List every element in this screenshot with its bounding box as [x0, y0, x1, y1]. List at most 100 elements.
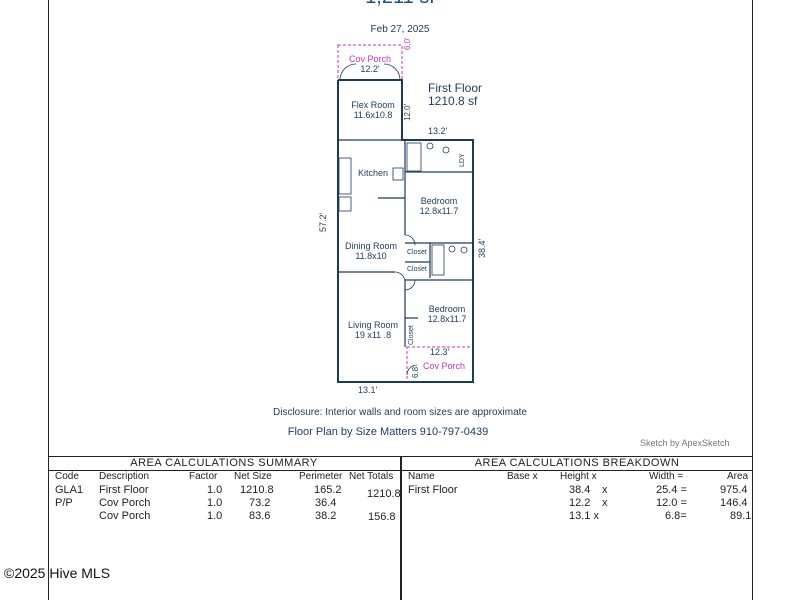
summary-row-1-total: 1210.8 — [367, 488, 401, 500]
breakdown-row-1-x: x — [602, 484, 608, 496]
laundry-label: LDY — [459, 153, 466, 167]
bedroom-1-label: Bedroom 12.8x11.7 — [405, 196, 473, 216]
breakdown-row-2-width: 12.0 = — [656, 497, 687, 509]
cov-porch-top-width: 12.2' — [360, 64, 380, 74]
breakdown-row-1-area: 975.4 — [720, 484, 748, 496]
toilet-3 — [448, 245, 456, 253]
walls — [337, 79, 474, 383]
floor-name: First Floor — [428, 81, 482, 95]
summary-row-1-code: GLA1 — [55, 484, 84, 496]
main-perimeter — [337, 79, 474, 383]
closet-2-label: Closet — [407, 266, 427, 273]
cov-porch-bottom-name: Cov Porch — [423, 361, 466, 371]
summary-header-netsize: Net Size — [234, 471, 272, 482]
sink-1 — [460, 246, 468, 254]
summary-row-2-netsize: 73.2 — [249, 497, 271, 509]
flex-room-name: Flex Room — [351, 100, 395, 110]
breakdown-title: AREA CALCULATIONS BREAKDOWN — [474, 457, 680, 469]
bedroom-2-size: 12.8x11.7 — [427, 314, 467, 324]
stove — [392, 167, 404, 181]
toilet-1 — [426, 142, 434, 150]
cov-porch-top-name: Cov Porch — [348, 54, 392, 64]
sketch-date: Feb 27, 2025 — [370, 24, 430, 35]
breakdown-row-1-height: 38.4 — [569, 484, 591, 496]
bedroom-1-size: 12.8x11.7 — [419, 206, 459, 216]
kitchen-name: Kitchen — [358, 168, 389, 178]
breakdown-row-3-width: 6.8= — [665, 510, 687, 522]
breakdown-title-rule — [402, 470, 752, 471]
bottom-width-dim: 13.1' — [358, 385, 378, 395]
summary-row-2-desc: Cov Porch — [99, 497, 151, 509]
bathtub-2 — [431, 244, 445, 276]
total-area-title: 1,211 sf — [0, 0, 800, 9]
summary-title-rule — [48, 470, 400, 471]
cov-porch-top-depth: 6.0' — [403, 37, 412, 50]
bathtub-1 — [406, 142, 422, 172]
summary-row-1-factor: 1.0 — [207, 484, 223, 496]
breakdown-row-1-name: First Floor — [408, 484, 458, 496]
closet-1-label: Closet — [407, 249, 427, 256]
breakdown-row-2-area: 146.4 — [720, 497, 748, 509]
breakdown-header-name: Name — [408, 471, 435, 482]
flex-room-size: 11.6x10.8 — [353, 110, 393, 120]
right-length-dim: 38.4' — [477, 238, 487, 258]
breakdown-row-1-width: 25.4 = — [656, 484, 687, 496]
bedroom-2-name: Bedroom — [428, 304, 466, 314]
breakdown-row-2-height: 12.2 — [569, 497, 591, 509]
living-room-name: Living Room — [347, 320, 399, 330]
summary-header-description: Description — [99, 471, 150, 482]
summary-row-1-perimeter: 165.2 — [314, 484, 342, 496]
summary-row-1-netsize: 1210.8 — [240, 484, 274, 496]
summary-row-3-netsize: 83.6 — [249, 510, 271, 522]
breakdown-header-area: Area — [727, 471, 749, 482]
breakdown-row-2-x: x — [602, 497, 608, 509]
summary-header-code: Code — [55, 471, 79, 482]
cov-porch-bottom-width: 12.3' — [430, 347, 450, 357]
summary-row-3-desc: Cov Porch — [99, 510, 151, 522]
left-length-dim: 57.2' — [318, 212, 328, 232]
living-room-label: Living Room 19 x11 .8 — [338, 320, 408, 340]
closet-3-label: Closet — [408, 325, 415, 345]
page-border-right — [752, 0, 753, 600]
summary-row-1-desc: First Floor — [99, 484, 149, 496]
sketch-by: Sketch by ApexSketch — [640, 438, 730, 448]
porch-door-swings — [339, 63, 418, 376]
summary-header-factor: Factor — [189, 471, 218, 482]
breakdown-header-base: Base x — [507, 471, 538, 482]
summary-header-nettotals: Net Totals — [349, 471, 394, 482]
summary-row-3-perimeter: 38.2 — [315, 510, 337, 522]
summary-row-2-code: P/P — [55, 497, 73, 509]
summary-title: AREA CALCULATIONS SUMMARY — [130, 457, 318, 469]
breakdown-header-height: Height x — [560, 471, 597, 482]
fixtures — [338, 142, 468, 291]
summary-row-2-factor: 1.0 — [207, 497, 223, 509]
mls-watermark: ©2025 Hive MLS — [4, 565, 111, 581]
living-room-size: 19 x11 .8 — [354, 330, 392, 340]
breakdown-header-width: Width = — [649, 471, 684, 482]
tables-divider — [400, 456, 402, 600]
floor-area: 1210.8 sf — [428, 94, 478, 108]
bedroom-1-name: Bedroom — [420, 196, 458, 206]
breakdown-row-3-area: 89.1 — [730, 510, 752, 522]
credit-line: Floor Plan by Size Matters 910-797-0439 — [287, 426, 489, 438]
disclaimer: Disclosure: Interior walls and room size… — [273, 407, 527, 418]
dining-room-label: Dining Room 11.8x10 — [338, 241, 404, 261]
floor-label: First Floor 1210.8 sf — [428, 82, 482, 108]
dining-room-size: 11.8x10 — [355, 251, 387, 261]
page-border-left — [48, 0, 49, 600]
bedroom-2-label: Bedroom 12.8x11.7 — [418, 304, 476, 324]
kitchen-counter — [338, 157, 352, 195]
cov-porch-bottom-outline — [406, 346, 474, 383]
fridge — [338, 196, 352, 212]
dining-room-name: Dining Room — [344, 241, 398, 251]
summary-row-2-perimeter: 36.4 — [315, 497, 337, 509]
flex-room-label: Flex Room 11.6x10.8 — [338, 100, 408, 120]
toilet-2 — [442, 146, 450, 154]
cov-porch-top-label: Cov Porch 12.2' — [338, 54, 402, 74]
flex-room-dim: 12.0' — [403, 103, 412, 121]
cov-porch-bottom-depth: 6.8' — [411, 365, 420, 378]
summary-row-3-factor: 1.0 — [207, 510, 223, 522]
breakdown-row-3-height: 13.1 x — [569, 510, 599, 522]
top-width-dim: 13.2' — [428, 126, 448, 136]
